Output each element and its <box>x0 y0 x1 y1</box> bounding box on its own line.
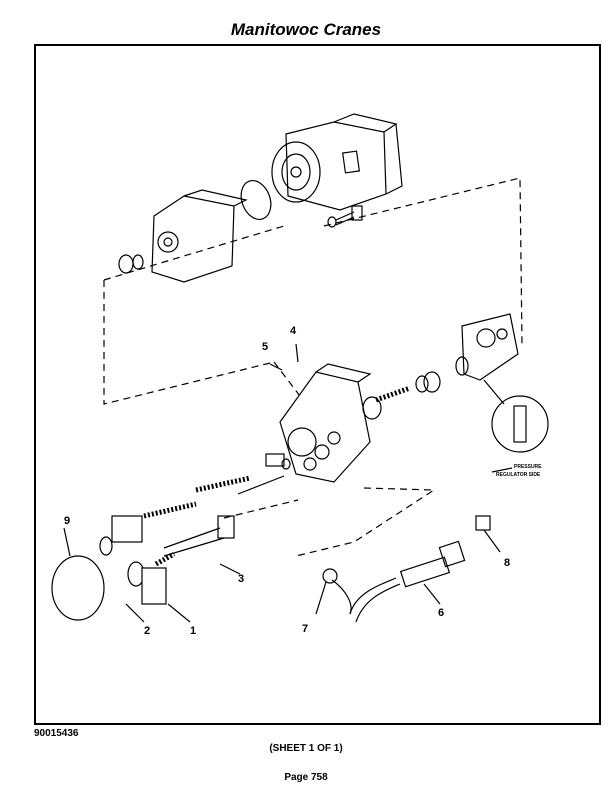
pump-cover <box>151 189 248 283</box>
bolt <box>327 205 363 228</box>
callout-6: 6 <box>438 607 444 619</box>
gasket-plate <box>461 313 519 381</box>
callout-3: 3 <box>238 573 244 585</box>
callout-5: 5 <box>262 341 268 353</box>
callout-1: 1 <box>190 625 196 637</box>
drawing-frame <box>34 44 601 725</box>
hose-assembly <box>331 540 466 623</box>
regulator-note: REGULATOR SIDE <box>496 472 541 478</box>
callout-9: 9 <box>64 515 70 527</box>
document-number: 90015436 <box>34 728 79 739</box>
callout-7: 7 <box>302 623 308 635</box>
sheet-indicator: (SHEET 1 OF 1) <box>269 743 343 754</box>
pump-housing <box>271 113 403 211</box>
seal-ring <box>240 180 272 220</box>
valve-body <box>279 363 372 483</box>
exploded-parts-diagram: 4 5 3 1 2 9 6 7 8 PRESSURE REGULATOR SID… <box>51 113 549 637</box>
callout-4: 4 <box>290 325 297 337</box>
detail-magnifier <box>491 395 549 453</box>
callout-2: 2 <box>144 625 150 637</box>
callout-8: 8 <box>504 557 510 569</box>
page-number: Page 758 <box>284 772 328 783</box>
o-ring <box>51 555 105 621</box>
pressure-note: PRESSURE <box>514 464 542 470</box>
page-title: Manitowoc Cranes <box>230 20 382 39</box>
